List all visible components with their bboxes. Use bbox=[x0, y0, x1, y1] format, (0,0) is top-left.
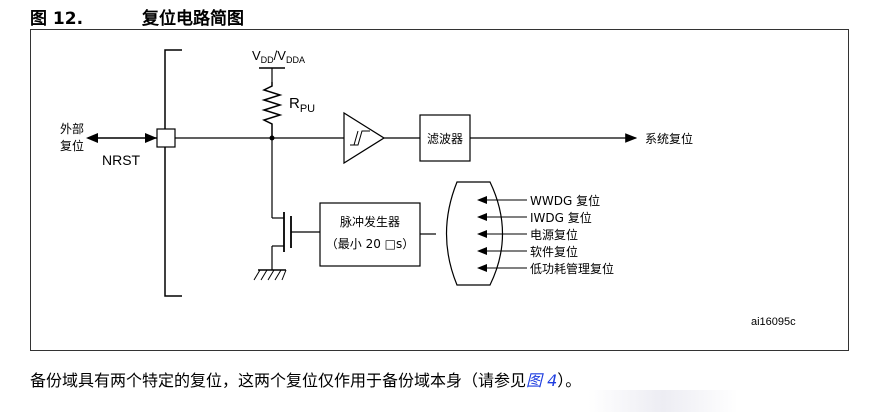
schmitt-symbol bbox=[350, 130, 370, 146]
schmitt-buffer bbox=[343, 111, 386, 165]
or-input-arrows bbox=[477, 196, 487, 272]
nrst-label: NRST bbox=[102, 152, 141, 168]
supply-label: VDD/VDDA bbox=[252, 48, 305, 65]
reset-source-iwdg: IWDG 复位 bbox=[530, 210, 592, 225]
body-text-main: 备份域具有两个特定的复位，这两个复位仅作用于备份域本身（请参见 bbox=[30, 371, 527, 390]
pulse-generator-label: 脉冲发生器 bbox=[340, 214, 400, 229]
or-input-wires bbox=[497, 199, 527, 269]
reference-id: ai16095c bbox=[751, 316, 796, 328]
system-reset-label: 系统复位 bbox=[645, 131, 693, 146]
figure-caption-title: 复位电路简图 bbox=[142, 9, 244, 29]
external-reset-label-2: 复位 bbox=[60, 138, 84, 153]
external-reset-arrow-right bbox=[145, 133, 157, 143]
pulse-generator-min: （最小 20 □s） bbox=[326, 237, 415, 251]
external-reset-arrow-left bbox=[86, 133, 98, 143]
figure-number: 图 12. bbox=[30, 9, 84, 29]
watermark-overlay bbox=[588, 390, 738, 412]
pullup-resistor bbox=[261, 82, 283, 138]
diagram-frame bbox=[30, 29, 849, 351]
pulse-generator-box bbox=[319, 202, 421, 267]
nrst-pad bbox=[156, 128, 176, 148]
reset-source-software: 软件复位 bbox=[530, 244, 578, 259]
external-reset-label-1: 外部 bbox=[60, 121, 84, 136]
reset-source-lowpower: 低功耗管理复位 bbox=[530, 261, 614, 276]
filter-label: 滤波器 bbox=[427, 132, 463, 146]
body-text: 备份域具有两个特定的复位，这两个复位仅作用于备份域本身（请参见图 4）。 bbox=[30, 367, 581, 391]
chip-boundary bbox=[164, 49, 182, 297]
reset-source-power: 电源复位 bbox=[530, 227, 578, 242]
ground-hatch bbox=[253, 269, 287, 281]
resistor-label: RPU bbox=[289, 95, 315, 115]
figure-4-link[interactable]: 图 4 bbox=[526, 371, 558, 390]
reset-source-wwdg: WWDG 复位 bbox=[530, 193, 600, 208]
body-text-tail: ）。 bbox=[557, 371, 582, 390]
figure-title: 图 12. 复位电路简图 bbox=[30, 4, 244, 29]
